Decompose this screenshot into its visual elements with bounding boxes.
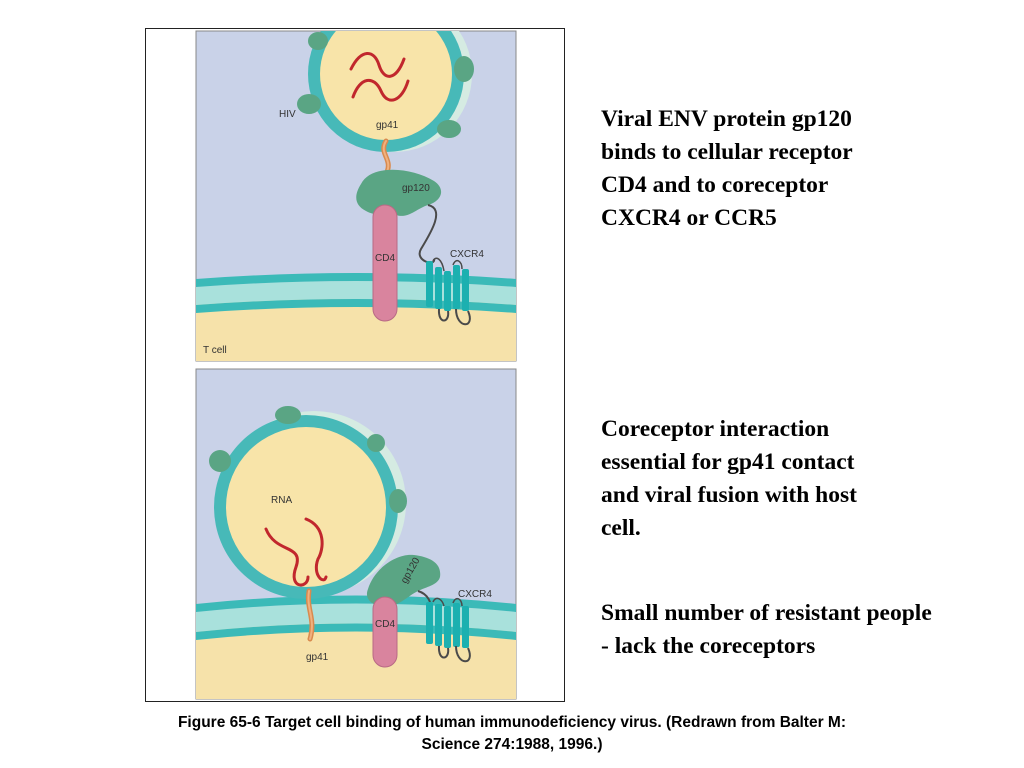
hiv-virion (297, 31, 474, 152)
hiv-binding-diagram: HIV gp41 gp120 CD4 CXCR4 T cell (195, 30, 517, 700)
gp120-protein (366, 554, 441, 608)
viral-rna (349, 52, 406, 78)
viral-rna (351, 79, 410, 102)
label-gp41: gp41 (306, 652, 329, 663)
envelope-knob (209, 450, 231, 472)
panel-bottom: RNA gp120 CD4 CXCR4 gp41 (195, 368, 517, 700)
envelope-knob (308, 32, 328, 50)
label-cxcr4: CXCR4 (450, 249, 484, 260)
label-cd4: CD4 (375, 619, 395, 630)
gp120-protein (356, 169, 442, 216)
label-t-cell: T cell (203, 345, 227, 356)
label-cxcr4: CXCR4 (458, 589, 492, 600)
label-rna: RNA (271, 495, 292, 506)
paragraph-gp120-binding: Viral ENV protein gp120 binds to cellula… (601, 106, 853, 231)
envelope-knob (389, 489, 407, 513)
figure-frame: HIV gp41 gp120 CD4 CXCR4 T cell (145, 28, 565, 702)
panel-top: HIV gp41 gp120 CD4 CXCR4 T cell (195, 30, 517, 362)
cxcr4-coreceptor (426, 257, 471, 326)
paragraph-resistant-people: Small number of resistant people - lack … (601, 600, 932, 659)
viral-rna (304, 517, 328, 582)
cxcr4-coreceptor (417, 590, 471, 663)
envelope-knob (454, 56, 474, 82)
label-gp41: gp41 (376, 120, 399, 131)
label-cd4: CD4 (375, 253, 395, 264)
cd4-receptor (372, 596, 398, 668)
envelope-knob (275, 406, 301, 424)
figure-caption: Figure 65-6 Target cell binding of human… (177, 714, 847, 753)
envelope-knob (297, 94, 321, 114)
label-gp120: gp120 (402, 183, 430, 194)
envelope-knob (367, 434, 385, 452)
paragraph-coreceptor-interaction: Coreceptor interaction essential for gp4… (601, 416, 857, 541)
envelope-knob (437, 120, 461, 138)
viral-rna (264, 527, 310, 587)
hiv-virion-fusing (209, 406, 407, 599)
cd4-receptor (372, 204, 398, 322)
label-hiv: HIV (279, 109, 296, 120)
